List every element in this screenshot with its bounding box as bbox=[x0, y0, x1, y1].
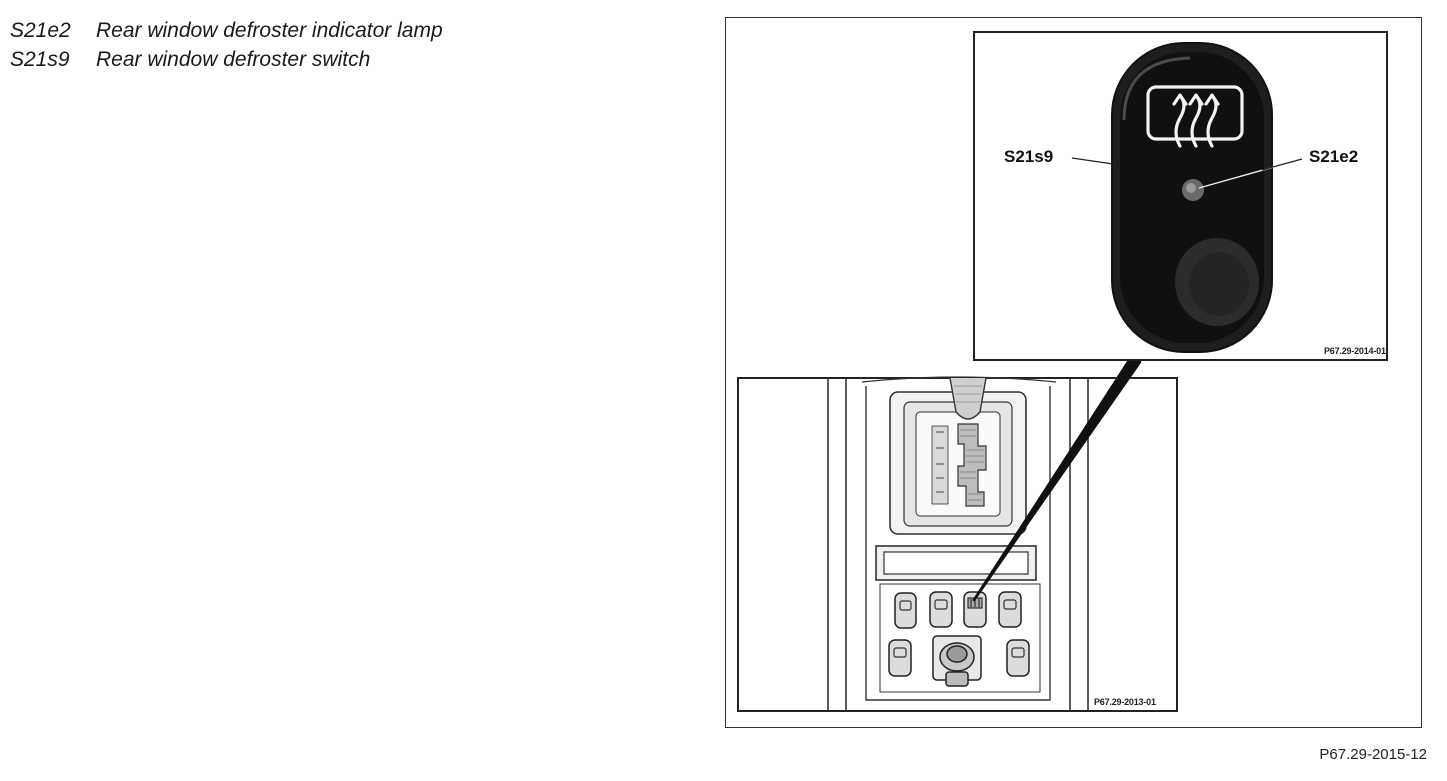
callout-label-lamp: S21e2 bbox=[1309, 147, 1359, 166]
rear-defroster-icon bbox=[1146, 85, 1244, 148]
center-console-drawing bbox=[827, 376, 1089, 710]
legend-text: Rear window defroster switch bbox=[96, 48, 371, 71]
legend-code: S21e2 bbox=[10, 19, 71, 42]
legend-code: S21s9 bbox=[10, 48, 70, 71]
figure-reference-number: P67.29-2015-12 bbox=[1319, 746, 1427, 763]
callout-leader-switch bbox=[1071, 157, 1114, 165]
switch-row-top bbox=[894, 591, 1022, 629]
indicator-lamp-icon bbox=[1182, 179, 1204, 201]
callout-label-switch: S21s9 bbox=[1004, 147, 1054, 166]
legend-text: Rear window defroster indicator lamp bbox=[96, 19, 443, 42]
inset-ref-console: P67.29-2013-01 bbox=[1094, 697, 1156, 707]
switch-row-bottom bbox=[888, 635, 1030, 687]
legend-item-s21e2: S21e2 Rear window defroster indicator la… bbox=[10, 16, 443, 45]
legend-list: S21e2 Rear window defroster indicator la… bbox=[10, 16, 443, 74]
inset-ref-switch-detail: P67.29-2014-01 bbox=[1324, 346, 1386, 356]
legend-item-s21s9: S21s9 Rear window defroster switch bbox=[10, 45, 443, 74]
leader-pointer bbox=[972, 360, 1142, 602]
